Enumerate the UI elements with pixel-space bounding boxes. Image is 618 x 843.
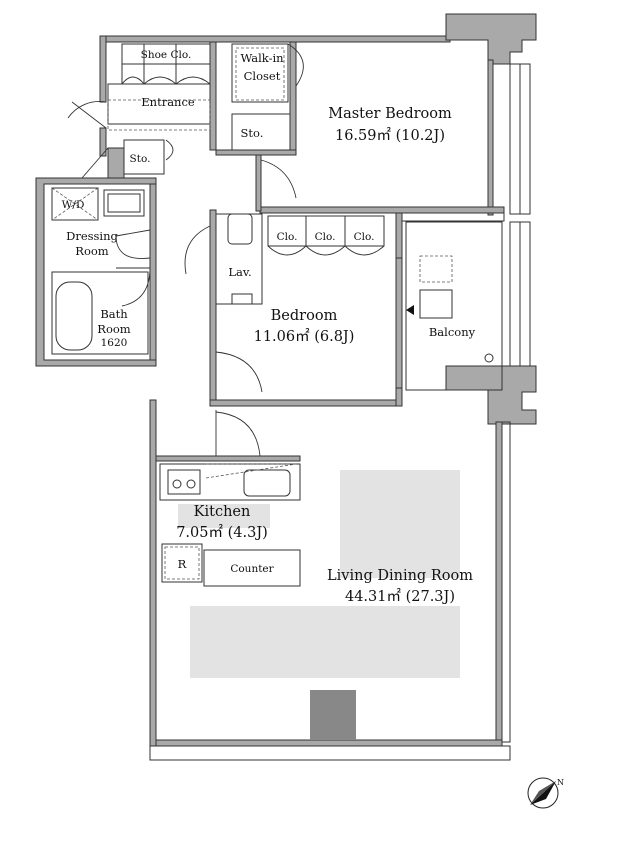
lavatory-label: Lav. [228,265,251,279]
closet-label-2: Clo. [315,231,336,243]
closet-label-3: Clo. [354,231,375,243]
north-label: N [557,778,564,787]
counter-label: Counter [230,563,274,575]
north-arrow-icon: N [527,777,564,809]
kitchen-label: Kitchen [194,504,251,520]
master-bedroom-label: Master Bedroom [328,106,452,122]
dressing-room-label-1: Dressing [66,229,118,243]
walk-in-closet-label-1: Walk-in [240,51,284,65]
living-furniture [190,470,460,740]
bath-room-label-1: Bath [100,307,128,321]
storage-label-1: Sto. [241,126,264,140]
shoe-closet-label: Shoe Clo. [141,49,192,61]
interior-fixtures [51,43,494,587]
bath-room-label-2: Room [97,322,131,336]
storage-label-2: Sto. [130,153,151,165]
closet-label-1: Clo. [277,231,298,243]
balcony-label: Balcony [429,325,476,339]
exterior-walls [35,13,537,761]
entrance-label: Entrance [141,95,195,109]
fridge-label: R [178,557,187,571]
bedroom-label: Bedroom [271,308,338,324]
living-dining-area: 44.31㎡ (27.3J) [345,588,455,605]
dressing-room-label-2: Room [75,244,109,258]
living-dining-label: Living Dining Room [327,568,473,584]
bedroom-area: 11.06㎡ (6.8J) [254,328,355,345]
kitchen-area: 7.05㎡ (4.3J) [176,524,268,541]
master-bedroom-area: 16.59㎡ (10.2J) [335,127,445,144]
washer-dryer-label: W/D [62,199,85,211]
room-labels: Shoe Clo. Walk-in Closet Entrance Sto. S… [62,49,476,605]
bath-size-label: 1620 [101,337,128,349]
walk-in-closet-label-2: Closet [244,69,281,83]
